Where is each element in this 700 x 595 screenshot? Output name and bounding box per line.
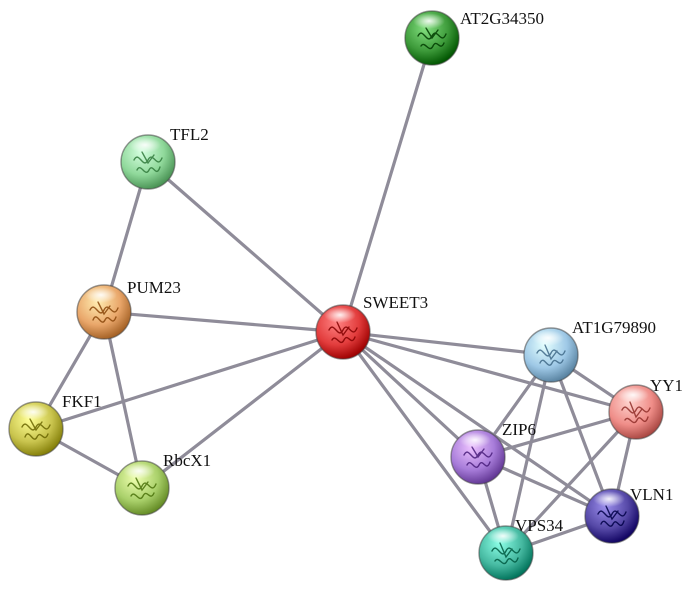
node-tfl2[interactable]: TFL2 [120, 125, 209, 190]
node-label-yy1: YY1 [650, 376, 683, 395]
edge-sweet3-zip6 [341, 330, 480, 459]
edge-at1g79890-vln1 [549, 353, 614, 518]
node-highlight [129, 137, 161, 153]
node-highlight [532, 330, 564, 346]
edge-sweet3-rbcx1 [140, 330, 345, 490]
edge-sweet3-tfl2 [146, 160, 345, 334]
node-outline [114, 460, 170, 516]
protein-structure-icon [21, 418, 51, 440]
node-rbcx1[interactable]: RbcX1 [114, 451, 211, 516]
edge-pum23-rbcx1 [102, 310, 144, 490]
node-layer: AT2G34350TFL2PUM23SWEET3AT1G79890YY1ZIP6… [8, 9, 683, 581]
protein-structure-icon [328, 321, 358, 344]
edge-sweet3-yy1 [341, 330, 638, 414]
node-highlight [593, 491, 625, 507]
edge-sweet3-at2g34350 [341, 36, 434, 334]
protein-structure-icon [133, 151, 163, 173]
node-outline [120, 134, 176, 190]
edge-sweet3-at1g79890 [341, 330, 553, 357]
node-outline [8, 401, 64, 457]
protein-structure-icon [463, 446, 493, 468]
node-outline [478, 525, 534, 581]
protein-structure-icon [597, 505, 627, 527]
node-outline [404, 10, 460, 66]
node-at1g79890[interactable]: AT1G79890 [523, 318, 656, 383]
node-label-pum23: PUM23 [127, 278, 181, 297]
node-fkf1[interactable]: FKF1 [8, 392, 102, 457]
node-label-vln1: VLN1 [630, 485, 673, 504]
protein-structure-icon [127, 477, 157, 500]
node-outline [523, 327, 579, 383]
protein-structure-icon [417, 27, 447, 50]
node-outline [450, 429, 506, 485]
node-highlight [617, 387, 649, 403]
node-label-rbcx1: RbcX1 [163, 451, 211, 470]
node-outline [315, 304, 371, 360]
node-highlight [123, 463, 155, 479]
node-outline [76, 284, 132, 340]
node-outline [584, 488, 640, 544]
protein-structure-icon [536, 344, 566, 366]
node-zip6[interactable]: ZIP6 [450, 420, 536, 485]
node-pum23[interactable]: PUM23 [76, 278, 181, 340]
node-label-fkf1: FKF1 [62, 392, 102, 411]
edge-at1g79890-vps34 [504, 353, 553, 555]
node-label-tfl2: TFL2 [170, 125, 209, 144]
node-sweet3[interactable]: SWEET3 [315, 293, 428, 360]
node-outline [608, 384, 664, 440]
node-highlight [459, 432, 491, 448]
node-vps34[interactable]: VPS34 [478, 516, 564, 581]
node-highlight [487, 528, 519, 544]
node-highlight [413, 13, 445, 29]
protein-structure-icon [491, 542, 521, 565]
node-highlight [85, 287, 117, 303]
node-label-at2g34350: AT2G34350 [460, 9, 544, 28]
node-at2g34350[interactable]: AT2G34350 [404, 9, 544, 66]
node-label-zip6: ZIP6 [502, 420, 536, 439]
node-vln1[interactable]: VLN1 [584, 485, 673, 544]
edge-sweet3-vps34 [341, 330, 508, 555]
node-label-at1g79890: AT1G79890 [572, 318, 656, 337]
edge-yy1-vps34 [504, 410, 638, 555]
node-label-vps34: VPS34 [515, 516, 564, 535]
protein-structure-icon [621, 401, 651, 424]
node-label-sweet3: SWEET3 [363, 293, 428, 312]
edge-sweet3-fkf1 [34, 330, 345, 431]
node-highlight [17, 404, 49, 420]
protein-structure-icon [89, 301, 119, 323]
edge-sweet3-pum23 [102, 310, 345, 334]
node-highlight [324, 307, 356, 323]
node-yy1[interactable]: YY1 [608, 376, 683, 440]
